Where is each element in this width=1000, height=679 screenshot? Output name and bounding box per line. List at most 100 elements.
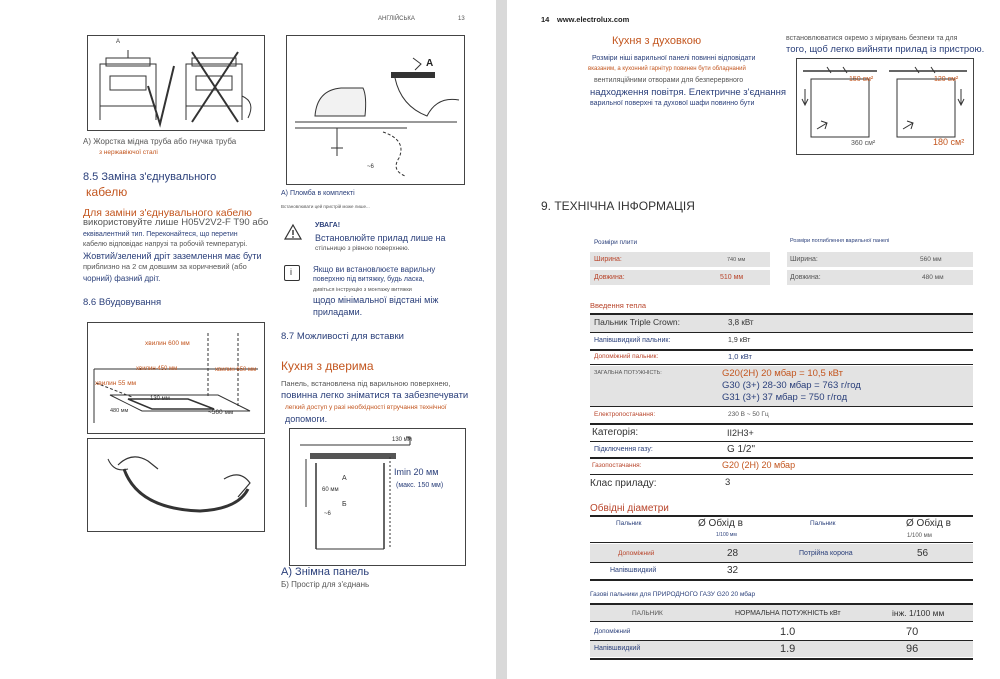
- fig3-dim-6: 480 мм: [110, 408, 129, 414]
- s85-para-5: Жовтий/зелений дріт заземлення має бути: [83, 251, 262, 261]
- dim-length-right-value: 480 мм: [922, 274, 944, 281]
- bypass-row1-burner-2: Потрійна корона: [799, 550, 853, 557]
- header-url: www.electrolux.com: [557, 15, 630, 24]
- s85-para-3: еквівалентний тип. Переконайтеся, що пер…: [83, 231, 238, 238]
- kd-para-1: Панель, встановлена під варильною поверх…: [281, 379, 451, 388]
- heat-aux-label: Допоміжний пальник:: [594, 353, 659, 360]
- bypass-title: Обвідні діаметри: [590, 503, 669, 514]
- gas-table-header-row: [590, 605, 973, 621]
- heat-row-total: [590, 366, 973, 406]
- gas-row2-power: 1.9: [780, 643, 796, 655]
- built-in-drawing: [93, 333, 258, 423]
- figure-seal: A ~6: [286, 35, 465, 185]
- fig5-vent-150: 150 см²: [849, 76, 874, 83]
- page-header-section: АНГЛІЙСЬКА: [378, 16, 415, 22]
- figure-gas-pipe: A: [87, 35, 265, 131]
- info-text-4: щодо мінімальної відстані між: [313, 295, 439, 305]
- heat-total-g31: G31 (3+) 37 мбар = 750 г/год: [722, 392, 848, 403]
- heat-rule-2: [590, 349, 973, 351]
- gas-table-title: Газові пальники для ПРИРОДНОГО ГАЗУ G20 …: [590, 591, 756, 598]
- figure-built-in: хвилин 600 мм хвилин 450 мм хвилин 55 мм…: [87, 322, 265, 434]
- heat-total-label: ЗАГАЛЬНА ПОТУЖНІСТЬ:: [594, 370, 662, 376]
- s85-title-2: кабелю: [86, 185, 128, 199]
- s85-para-4: кабелю відповідає напрузі та робочій тем…: [83, 241, 248, 248]
- fig5-vent-360: 360 см²: [851, 140, 876, 147]
- heat-triple-value: 3,8 кВт: [728, 318, 754, 327]
- seal-drawing: [295, 57, 460, 177]
- fig2-caption: A) Пломба в комплекті: [281, 190, 355, 197]
- fig3-dim-7: ~560 мм: [208, 409, 234, 416]
- fig4-caption-a: A) Знімна панель: [281, 566, 370, 578]
- removable-panel-drawing: [300, 436, 411, 550]
- bypass-row-1: [590, 544, 973, 562]
- category-label: Категорія:: [592, 427, 639, 438]
- gas-table-top-rule: [590, 603, 973, 605]
- fig4-max: (макс. 150 мм): [396, 482, 444, 489]
- fig4-label-a: A: [342, 475, 347, 482]
- gas-rule-1: [590, 621, 973, 622]
- right-page-number: 14: [541, 15, 550, 24]
- s85-title: 8.5 Заміна з'єднувального: [83, 171, 217, 183]
- bypass-rule-2: [590, 562, 973, 563]
- oven-para-2: вказаним, а кухонний гарнітур повинен бу…: [588, 66, 746, 72]
- dim-width-left-label: Ширина:: [594, 256, 622, 263]
- s85-para-6: приблизно на 2 см довшим за коричневий (…: [83, 262, 247, 271]
- gas-row2-burner: Напівшвидкий: [594, 645, 641, 652]
- heat-rule-7: [590, 457, 973, 459]
- gas-bottom-rule: [590, 658, 973, 660]
- heat-title: Введення тепла: [590, 301, 647, 310]
- gas-supply-value: G20 (2H) 20 мбар: [722, 460, 796, 470]
- fig4-min: Imin 20 мм: [394, 467, 439, 477]
- dim-length-left-label: Довжина:: [594, 274, 625, 281]
- warning-title: УВАГА!: [315, 222, 341, 229]
- bypass-header-3: Пальник: [810, 520, 836, 527]
- heat-triple-label: Пальник Triple Crown:: [594, 317, 680, 327]
- bypass-row2-burner: Напівшвидкий: [610, 567, 657, 574]
- s85-para-2: використовуйте лише H05V2V2-F T90 або: [83, 217, 269, 228]
- dim-width-right-label: Ширина:: [790, 256, 818, 263]
- oven-para-3: вентиляційними отворами для безперервног…: [594, 77, 744, 84]
- fig3-dim-3: хвилин 55 мм: [95, 380, 137, 387]
- oven-para-5: варильної поверхні та духової шафи повин…: [590, 100, 755, 107]
- oven-right-1: встановлюватися окремо з міркувань безпе…: [786, 35, 958, 42]
- fig3-dim-4: хвилин 650 мм: [215, 367, 257, 373]
- dim-row-width-right: [787, 252, 973, 267]
- heat-rule-3: [590, 364, 973, 365]
- fig4-dim-1: 130 мм: [392, 437, 412, 443]
- gas-row-2: [590, 641, 973, 657]
- fig3-dim-5: 130 мм: [150, 396, 170, 402]
- dim-title-right: Розміри поглиблення варильної панелі: [790, 238, 890, 244]
- info-text-2: поверхню під витяжку, будь ласка,: [313, 276, 425, 283]
- fig2-dim: ~6: [367, 164, 374, 170]
- s85-para-7: чорний) фазний дріт.: [83, 274, 161, 283]
- heat-elec-label: Електропостачання:: [594, 411, 656, 418]
- gas-connection-value: G 1/2": [727, 444, 756, 455]
- heat-rule-5: [590, 423, 973, 425]
- category-value: II2H3+: [727, 428, 754, 438]
- bypass-bottom-rule: [590, 579, 973, 581]
- seal-strip-drawing: [107, 456, 251, 513]
- gas-connection-label: Підключення газу:: [594, 446, 653, 453]
- heat-rule-6: [590, 441, 973, 442]
- bypass-row1-burner: Допоміжний: [618, 550, 655, 557]
- fig4-dim-3: 60 мм: [322, 487, 339, 493]
- gas-header-injector: інж. 1/100 мм: [892, 608, 945, 618]
- heat-row-triple: [590, 315, 973, 332]
- bypass-row1-value: 28: [727, 548, 739, 559]
- bypass-header-4: Ø Обхід в: [906, 518, 951, 529]
- dim-length-left-value: 510 мм: [720, 274, 744, 281]
- dim-title-left: Розміри плити: [594, 239, 638, 246]
- heat-rule-8: [590, 474, 973, 475]
- gas-row1-power: 1.0: [780, 626, 796, 638]
- gas-row1-burner: Допоміжний: [594, 628, 631, 635]
- fig2-label-a: A: [426, 58, 434, 69]
- info-icon: i: [284, 265, 300, 281]
- info-text-3: дивіться інструкцію з монтажу витяжки: [313, 287, 412, 293]
- section-9-title: 9. ТЕХНІЧНА ІНФОРМАЦІЯ: [541, 199, 695, 213]
- heat-semi-label: Напівшвидкий пальник:: [594, 337, 671, 344]
- bypass-top-rule: [590, 515, 973, 517]
- bypass-rule-1: [590, 542, 973, 543]
- kd-para-2: повинна легко зніматися та забезпечувати: [281, 390, 469, 401]
- fig4-caption-b: Б) Простір для з'єднань: [281, 580, 370, 589]
- heat-elec-value: 230 В ~ 50 Гц: [728, 411, 769, 418]
